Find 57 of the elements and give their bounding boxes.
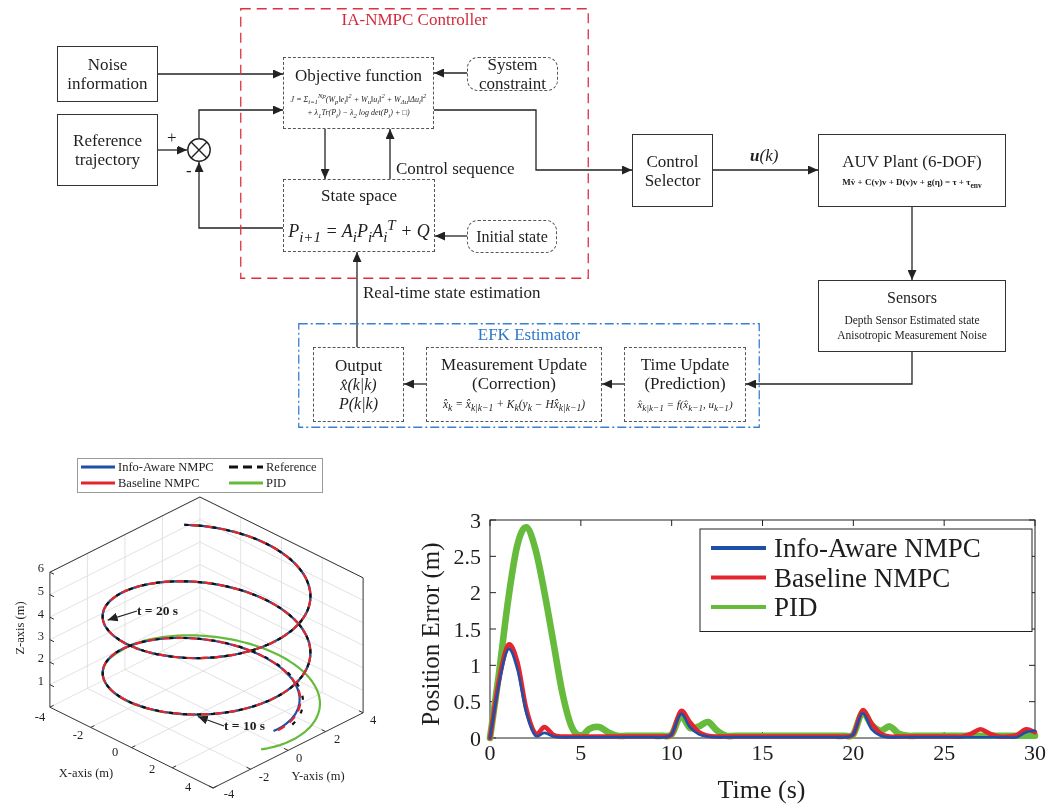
tick-label: 0 xyxy=(484,740,496,765)
tick-label: 15 xyxy=(751,740,774,765)
tick-label: -4 xyxy=(34,710,46,724)
box-label: Time Update (Prediction) xyxy=(639,355,731,394)
tick-label: 3 xyxy=(37,629,44,643)
legend-label: PID xyxy=(774,592,818,622)
box-label: AUV Plant (6-DOF) xyxy=(842,151,982,171)
tick-label: 20 xyxy=(842,740,865,765)
tick-label: 30 xyxy=(1024,740,1046,765)
description-text: Depth Sensor Estimated state Anisotropic Measurement Noise xyxy=(836,313,988,343)
tick-label: 1.5 xyxy=(453,616,481,642)
box-label: Output xyxy=(334,356,383,375)
edge-label: Control sequence xyxy=(395,159,516,178)
legend-label: Reference xyxy=(266,460,317,475)
tick-label: 0 xyxy=(470,725,481,751)
box-label: State space xyxy=(321,185,397,205)
tick-label: 1 xyxy=(37,674,44,688)
box-label: Sensors xyxy=(887,289,937,307)
tick-label: 4 xyxy=(369,713,377,727)
formula-text: J = Σ$_{i=1}$$^{Np}$(W$_{p}$‖e$_{i}$‖$^{2}$ + W$_{u}$‖u$_{i}$‖$^{2}$ + W$_{Δu}$‖Δu$_{i}$‖$^{2}$ + λ$_{1}$Tr(P$_{i}$) − λ$_{2}$ log det(P$_{i}$) + □) xyxy=(289,90,428,121)
box-label: System constraint xyxy=(477,55,547,93)
group-title: IA-NMPC Controller xyxy=(340,10,489,29)
legend-label: Info-Aware NMPC xyxy=(118,460,214,475)
tick-label: 10 xyxy=(660,740,683,765)
legend-label: Baseline NMPC xyxy=(118,476,200,491)
axis-title: Position Error (m) xyxy=(416,542,444,726)
tick-label: -4 xyxy=(223,787,235,801)
box-label: Objective function xyxy=(295,65,422,85)
box-label: Control Selector xyxy=(643,151,702,190)
tick-label: 2 xyxy=(37,651,44,665)
formula-text: P$_{i+1}$ = A$_{i}$P$_{i}$A$_{i}$$^{T}$ + Q xyxy=(288,216,430,246)
tick-label: 0.5 xyxy=(453,689,481,715)
tick-label: 2 xyxy=(470,580,481,606)
box-label: Reference trajectory xyxy=(72,131,143,169)
tick-label: 2.5 xyxy=(453,543,481,569)
edge-label: u(k) xyxy=(749,146,780,165)
axis-title: Z-axis (m) xyxy=(13,601,27,655)
legend-label: Baseline NMPC xyxy=(774,562,951,593)
tick-label: 6 xyxy=(37,561,44,575)
formula-text: x̂$_{k}$ = x̂$_{k|k−1}$ + K$_{k}$(y$_{k}$ − Hx̂$_{k|k−1}$) xyxy=(442,398,586,414)
axis-title: Time (s) xyxy=(717,775,806,804)
tick-label: 4 xyxy=(37,607,44,621)
tick-label: 25 xyxy=(933,740,956,765)
formula-text: x̂(k|k) xyxy=(340,375,377,394)
tick-label: 1 xyxy=(470,652,481,678)
box-label: Initial state xyxy=(476,227,548,246)
formula-text: P(k|k) xyxy=(339,394,378,413)
group-title: EFK Estimator xyxy=(476,325,582,344)
formula-text: x̂$_{k|k−1}$ = f(x̂$_{k−1}$, u$_{k−1}$) xyxy=(637,398,733,414)
legend-label: PID xyxy=(266,476,287,491)
box-label: Measurement Update (Correction) xyxy=(440,355,588,394)
tick-label: 3 xyxy=(470,507,481,533)
tick-label: 5 xyxy=(575,740,587,765)
formula-text: Mv̇ + C(v)v + D(v)v + g(η) = τ + τ$_{env}$ xyxy=(842,176,982,190)
box-label: Noise information xyxy=(66,55,149,93)
legend-label: Info-Aware NMPC xyxy=(774,533,981,563)
tick-label: 5 xyxy=(37,584,44,598)
